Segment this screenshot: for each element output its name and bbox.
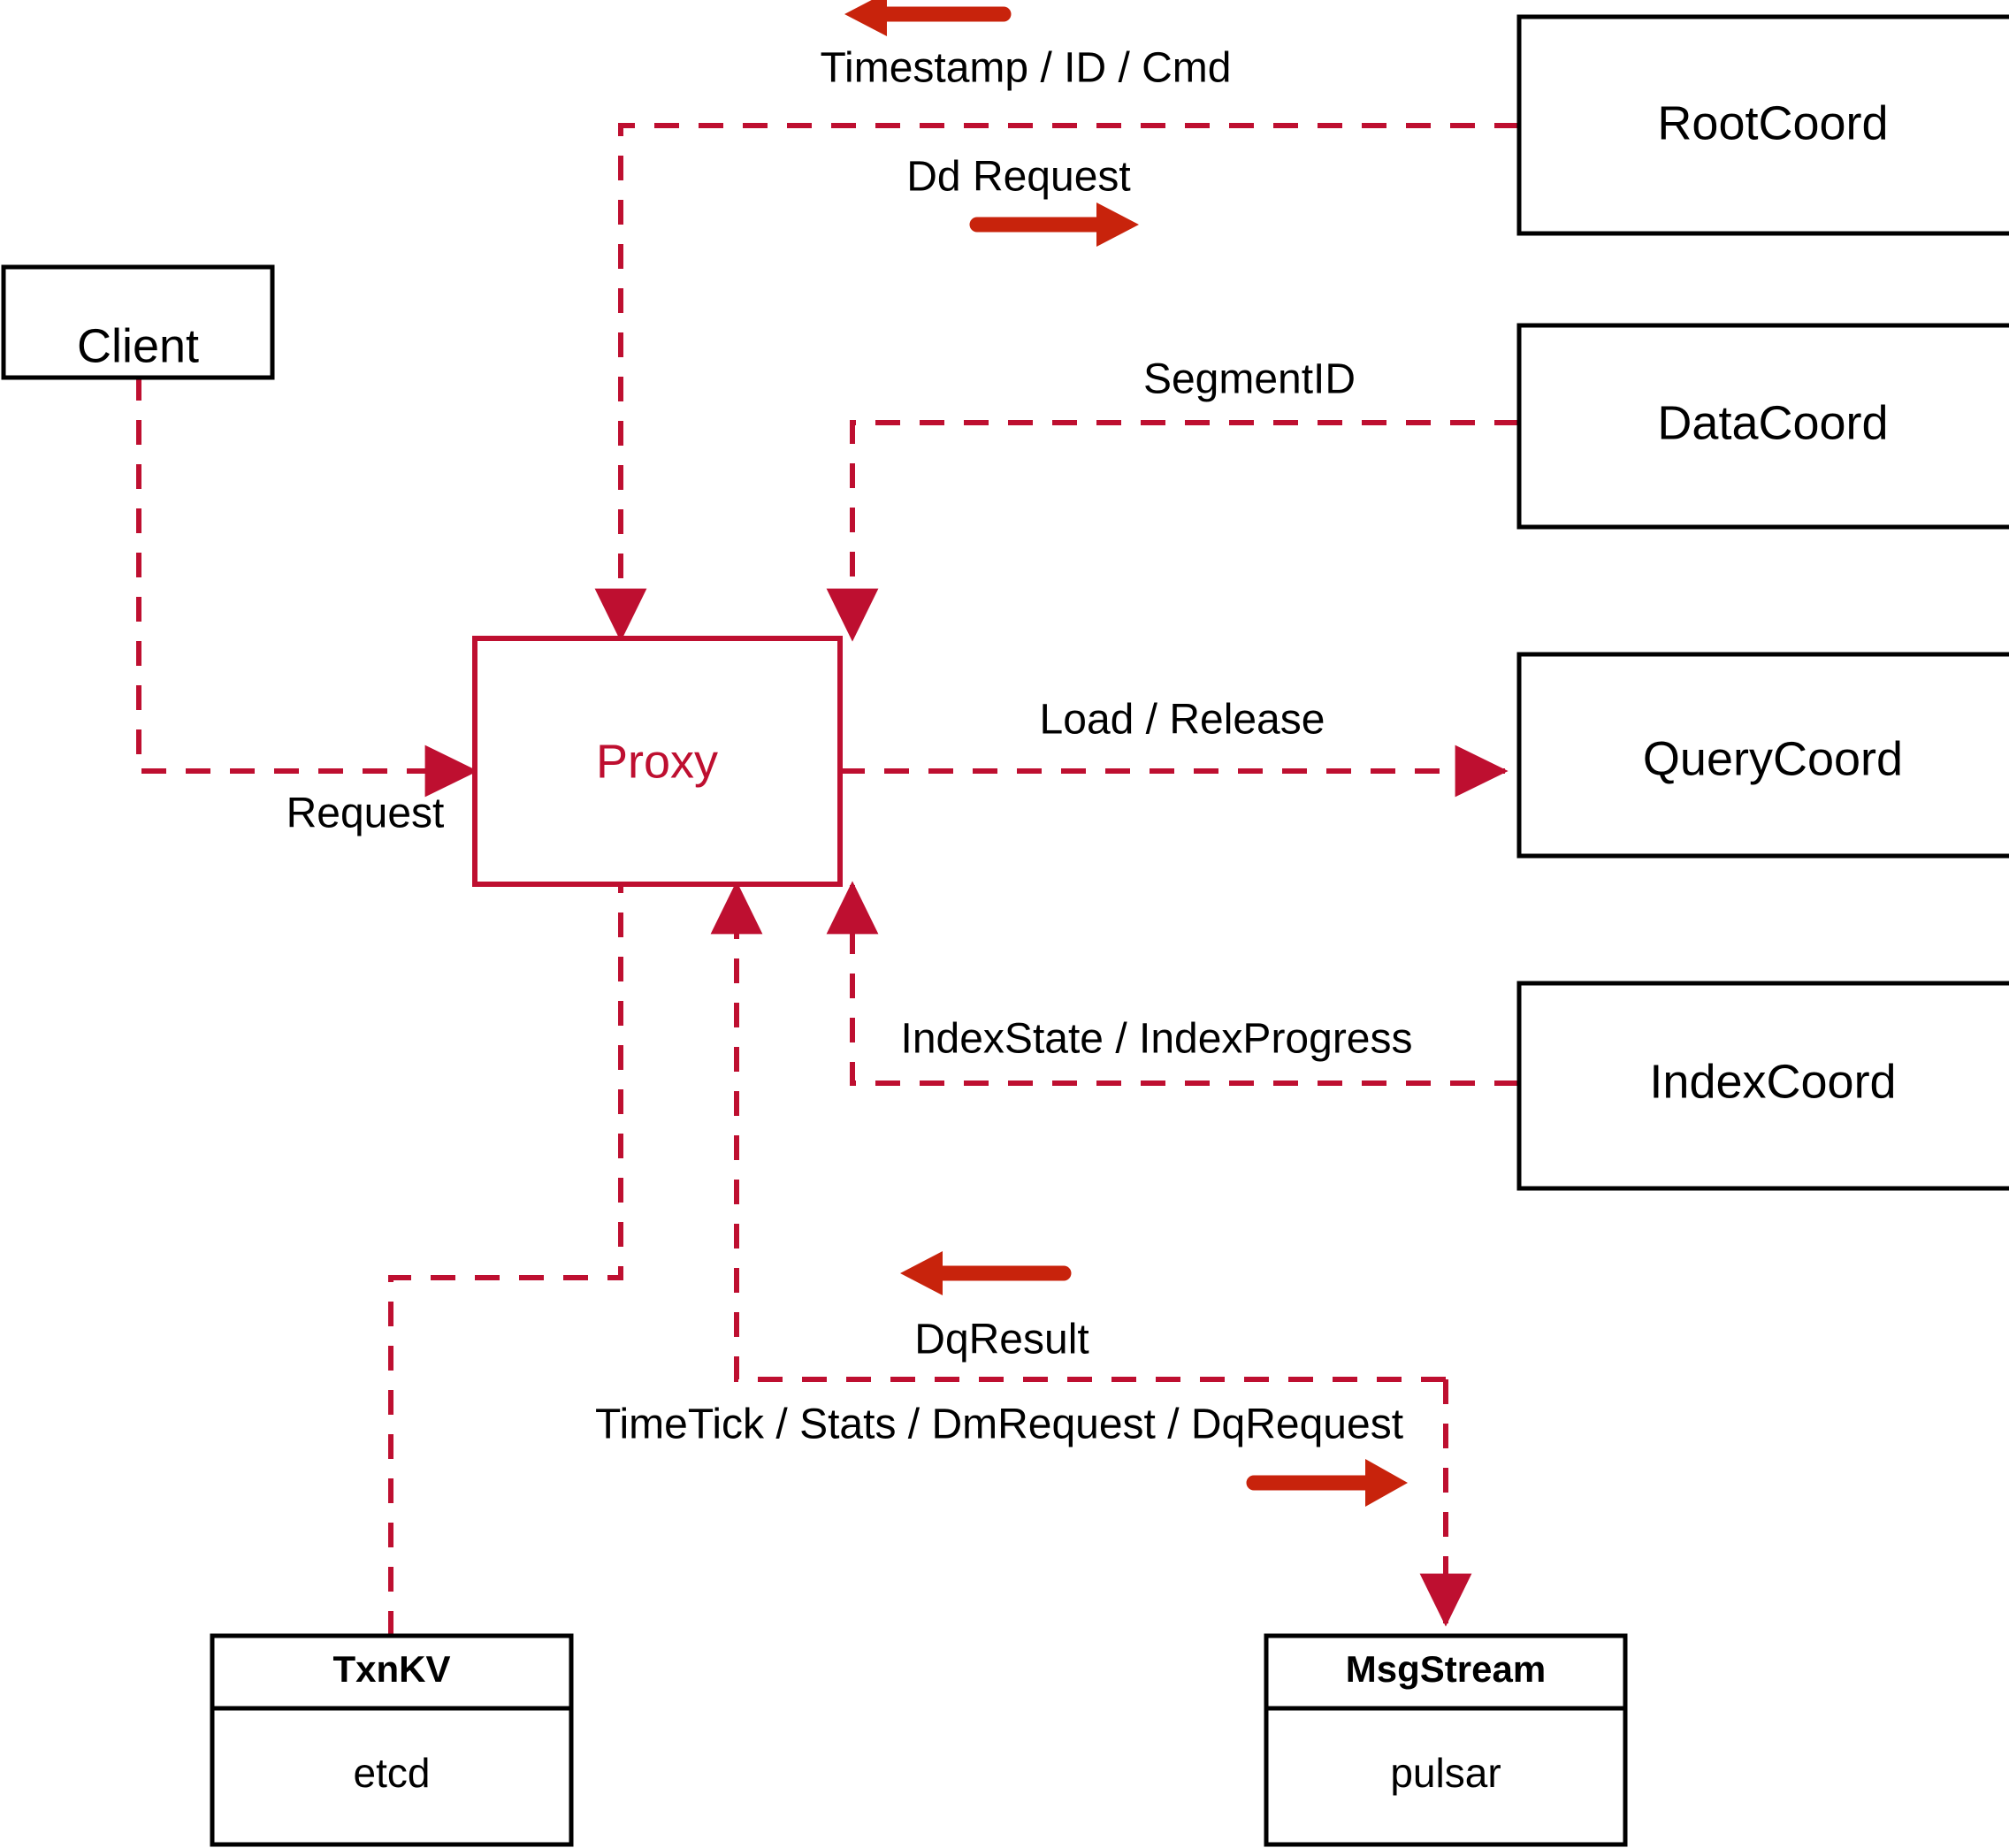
node-datacoord-label: DataCoord [1657, 396, 1888, 449]
callout-arrow-left-top [844, 0, 1012, 36]
node-client[interactable] [1, 264, 275, 380]
edge-label-segment-id: SegmentID [1143, 356, 1356, 403]
node-querycoord-label: QueryCoord [1643, 732, 1903, 785]
edge-label-dd-request: Dd Request [906, 154, 1130, 201]
node-msgstream-sublabel: pulsar [1390, 1750, 1501, 1796]
edge-proxy-to-txnkv [388, 868, 623, 1636]
callout-arrow-right-dd [969, 202, 1139, 247]
edge-label-timestamp-id-cmd: Timestamp / ID / Cmd [821, 45, 1232, 92]
callout-arrow-right-timetick [1246, 1459, 1408, 1507]
node-indexcoord[interactable] [1516, 981, 2009, 1191]
edge-rootcoord-to-proxy [594, 123, 1519, 642]
edge-label-dq-result: DqResult [914, 1317, 1089, 1363]
edge-label-load-release: Load / Release [1040, 697, 1325, 744]
node-txnkv-label: TxnKV [332, 1648, 450, 1690]
callout-arrow-left-dqresult [900, 1251, 1072, 1295]
edge-msgstream-to-proxy [710, 881, 1446, 1382]
edge-datacoord-to-proxy [826, 420, 1519, 642]
node-querycoord[interactable] [1516, 652, 2009, 859]
node-txnkv[interactable] [210, 1633, 574, 1847]
node-rootcoord[interactable] [1516, 14, 2009, 236]
node-msgstream-label: MsgStream [1346, 1648, 1546, 1690]
node-txnkv-sublabel: etcd [354, 1750, 431, 1796]
edge-indexcoord-to-proxy [826, 881, 1519, 1086]
node-rootcoord-label: RootCoord [1657, 96, 1888, 149]
node-msgstream[interactable] [1264, 1633, 1628, 1847]
node-proxy-label: Proxy [596, 735, 718, 788]
node-client-label: Client [77, 319, 199, 372]
node-datacoord[interactable] [1516, 323, 2009, 530]
node-proxy[interactable] [472, 636, 843, 887]
edge-label-timetick-stats: TimeTick / Stats / DmRequest / DqRequest [595, 1401, 1403, 1448]
edge-label-index-state: IndexState / IndexProgress [901, 1016, 1413, 1063]
node-indexcoord-label: IndexCoord [1649, 1055, 1896, 1108]
edge-label-request: Request [286, 790, 445, 837]
edge-client-to-proxy [136, 376, 478, 798]
